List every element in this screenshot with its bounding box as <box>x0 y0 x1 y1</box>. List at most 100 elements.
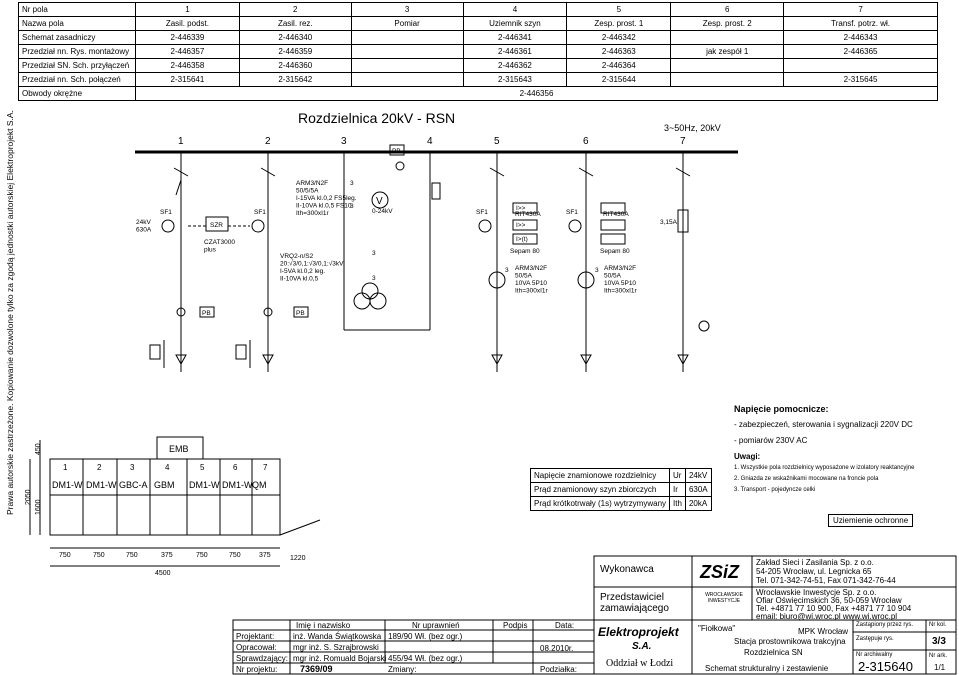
header-cell <box>670 30 785 45</box>
header-cell: 2-315642 <box>238 72 352 87</box>
diagram-label-arm-5: 50/5A <box>515 273 533 280</box>
header-cell: 2-446361 <box>462 44 568 59</box>
header-cell <box>670 58 785 73</box>
panel-width: 750 <box>59 552 71 559</box>
bus-count-label: 3 <box>595 267 599 274</box>
nr-kol-label: Nr kol. <box>929 622 947 628</box>
diagram-label-arm-2: I-15VA kl.0,2 FS5leg. <box>296 195 357 202</box>
diagram-label-arm-5: ARM3/N2F <box>515 265 547 272</box>
diagram-label-arm-6: ARM3/N2F <box>604 265 636 272</box>
bay-6 <box>568 152 626 372</box>
panel-type: DM1-W <box>52 480 83 490</box>
rating-label: Napięcie znamionowe rozdzielnicy <box>529 468 671 483</box>
header-cell: 2-315645 <box>783 72 938 87</box>
nr-projektu-label: Nr projektu: <box>236 665 278 674</box>
col-perm: Nr uprawnień <box>412 621 460 630</box>
header-col-number: 4 <box>462 2 568 17</box>
header-cell: Zasil. rez. <box>238 16 352 31</box>
sprawdzajacy-nr: 455/94 Wł. (bez ogr.) <box>388 654 463 663</box>
panel-type: GBC-A <box>119 480 148 490</box>
panel-type: QM <box>252 480 267 490</box>
bay-number: 5 <box>494 136 500 147</box>
header-cell <box>783 58 938 73</box>
panel-width: 750 <box>93 552 105 559</box>
oddzial: Oddział w Łodzi <box>606 658 674 669</box>
bus-count-label: 3 <box>350 203 354 210</box>
title-block-lines <box>232 555 957 675</box>
header-col-label: Nr pola <box>18 2 136 17</box>
header-row-label: Nazwa pola <box>18 16 136 31</box>
projektant-label: Projektant: <box>236 632 275 641</box>
grounding-label: Uziemienie ochronne <box>828 514 914 527</box>
header-cell: Uziemnik szyn <box>462 16 568 31</box>
header-cell: 2-446360 <box>238 58 352 73</box>
header-row-label: Schemat zasadniczy <box>18 30 136 45</box>
rating-val: 20kA <box>684 496 712 511</box>
header-col-number: 3 <box>350 2 464 17</box>
diagram-label-arm-5: Ith=300xI1r <box>515 288 549 295</box>
object-quote: "Fiołkowa" <box>698 624 736 633</box>
total-width: 4500 <box>155 570 171 577</box>
panel-number: 5 <box>200 463 205 472</box>
bus-count-label: 3 <box>350 180 354 187</box>
diagram-label-vrq: II-10VA kl.0,5 <box>280 276 319 283</box>
podzialka-label: Podziałka: <box>540 665 577 674</box>
projektant-name: inż. Wanda Świątkowska <box>293 632 382 641</box>
diagram-label-pb-top: PB <box>392 148 401 155</box>
col-sig: Podpis <box>503 621 528 630</box>
sprawdzajacy-label: Sprawdzający: <box>236 654 289 663</box>
header-row-label: Obwody okrężne <box>18 86 136 101</box>
diagram-label-rit-6: RIT430A <box>603 211 629 218</box>
panel-number: 4 <box>165 463 170 472</box>
note-1: 1. Wszystkie pola rozdzielnicy wyposażon… <box>734 465 915 471</box>
bus-count-label: 3 <box>372 250 376 257</box>
opracowal-name: mgr inż. S. Szrajbrowski <box>293 643 379 652</box>
header-cell <box>350 30 464 45</box>
diagram-label-arm-2: ARM3/N2F <box>296 180 328 187</box>
panel-type: DM1-W <box>189 480 220 490</box>
header-col-number: 5 <box>566 2 672 17</box>
note-3: 3. Transport - pojedyncze celki <box>734 487 816 493</box>
bay-number: 3 <box>341 136 347 147</box>
col-name: Imię i nazwisko <box>296 621 351 630</box>
header-cell: 2-446343 <box>783 30 938 45</box>
bay-2 <box>235 152 276 372</box>
diagram-label-protect-a: I>> <box>516 205 526 212</box>
header-cell: 2-446365 <box>783 44 938 59</box>
diagram-label-arm-2: Ith=300xI1r <box>296 210 330 217</box>
single-line-diagram: Rozdzielnica 20kV - RSN 3~50Hz, 20kV <box>135 110 738 372</box>
nr-projektu: 7369/09 <box>300 664 333 674</box>
emb-label: EMB <box>169 444 189 454</box>
panel-number: 2 <box>97 463 102 472</box>
zastapiony-label: Zastąpiony przez rys. <box>856 622 914 628</box>
header-cell <box>670 72 785 87</box>
header-cell: 2-446341 <box>462 30 568 45</box>
diagram-label-protect-c: I>(t) <box>516 236 528 243</box>
bay-number: 1 <box>178 136 184 147</box>
diagram-label-rating: 24kV <box>136 219 151 226</box>
header-row-label: Przedział nn. Sch. połączeń <box>18 72 136 87</box>
diagram-label-rating: 630A <box>136 227 152 234</box>
diagram-label-sepam-6: Sepam 80 <box>600 248 630 255</box>
panel-width: 375 <box>259 552 271 559</box>
header-cell: 2-446359 <box>238 44 352 59</box>
zastepuje-label: Zastępuje rys. <box>856 636 894 642</box>
header-cell: 2-446339 <box>134 30 240 45</box>
wi-logo: WROCŁAWSKIE INWESTYCJE <box>705 592 743 604</box>
diagram-label-rit-5: RIT430A <box>515 211 541 218</box>
company-logo: Elektroprojekt <box>598 625 679 639</box>
bay-1 <box>149 152 189 372</box>
header-cell: Zesp. prost. 2 <box>670 16 785 31</box>
panel-width: 375 <box>161 552 173 559</box>
svg-text:V: V <box>376 196 383 207</box>
panel-width: 750 <box>196 552 208 559</box>
bay-number: 7 <box>680 136 686 147</box>
diagram-label-protect-b: I>> <box>516 222 526 229</box>
header-col-number: 2 <box>238 2 352 17</box>
header-cell: jak zespół 1 <box>670 44 785 59</box>
